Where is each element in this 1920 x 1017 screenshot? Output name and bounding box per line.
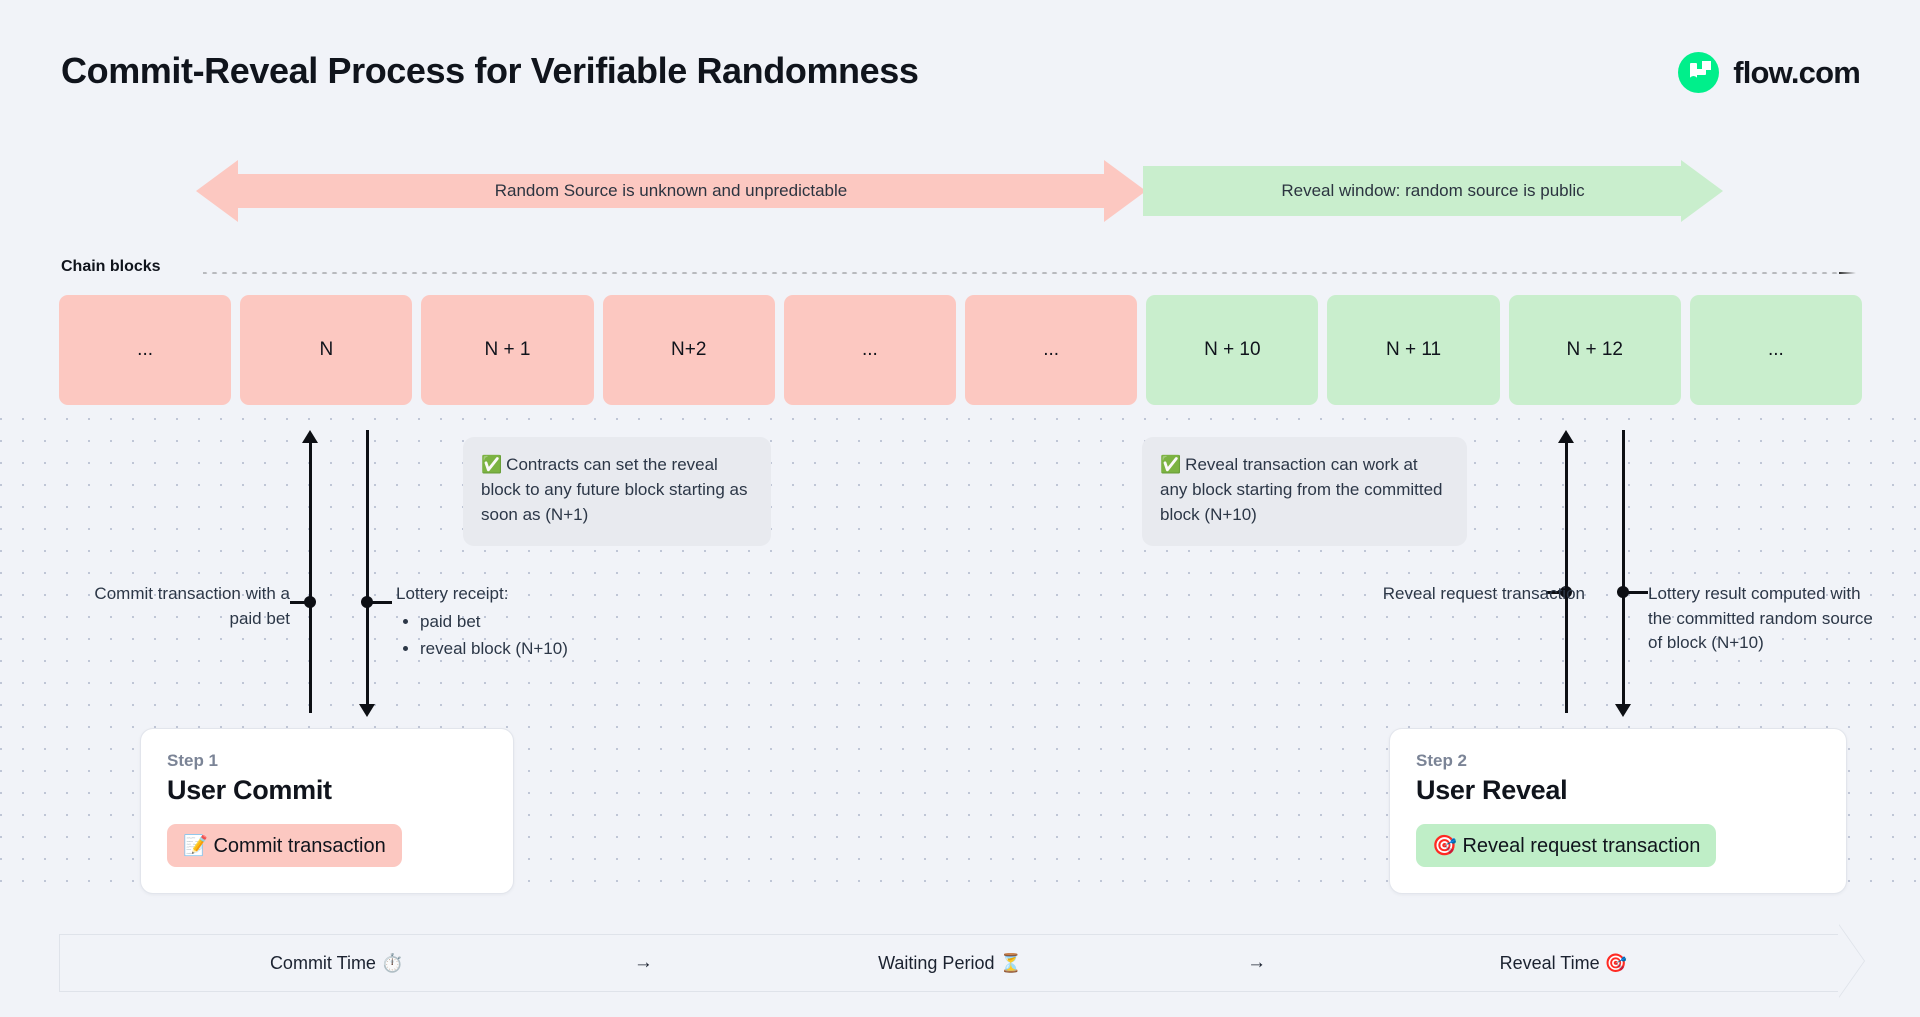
lottery-receipt-list: paid bet reveal block (N+10) <box>396 610 696 662</box>
banner-unpredictable: Random Source is unknown and unpredictab… <box>196 160 1146 222</box>
phase-reveal-time: Reveal Time 🎯 <box>1287 953 1840 974</box>
chain-block[interactable]: ... <box>965 295 1138 405</box>
chain-block[interactable]: N + 10 <box>1146 295 1319 405</box>
annotation-lottery-result: Lottery result computed with the committ… <box>1648 584 1873 653</box>
annotation-lottery-receipt: Lottery receipt: paid bet reveal block (… <box>396 582 696 662</box>
chain-block[interactable]: ... <box>59 295 232 405</box>
commit-arrow-head-icon <box>302 430 318 443</box>
timeline-arrow-cap-icon <box>1838 924 1864 998</box>
chain-blocks-label: Chain blocks <box>61 258 161 275</box>
reveal-node-stub <box>1546 591 1568 594</box>
phase-label: Commit Time <box>269 952 376 973</box>
step-kicker: Step 1 <box>167 751 219 770</box>
result-node-stub <box>1626 591 1648 594</box>
phase-commit-time: Commit Time ⏱️ <box>60 953 613 974</box>
commit-arrow-line <box>309 441 312 713</box>
phase-timeline: Commit Time ⏱️ → Waiting Period ⏳ → Reve… <box>59 934 1841 992</box>
right-arrow-shape <box>1143 160 1723 222</box>
commit-transaction-pill[interactable]: 📝 Commit transaction <box>167 824 402 867</box>
banner-unpredictable-label: Random Source is unknown and unpredictab… <box>494 181 848 200</box>
chain-block[interactable]: ... <box>1689 295 1863 405</box>
flow-logo-icon <box>1678 52 1720 93</box>
result-arrow-head-icon <box>1615 704 1631 717</box>
reveal-request-transaction-pill-label: Reveal request transaction <box>1462 835 1701 857</box>
brand-logo: flow.com <box>1678 52 1861 93</box>
phase-label: Waiting Period <box>878 952 995 973</box>
result-arrow-line <box>1622 430 1625 710</box>
commit-node-stub <box>290 601 312 604</box>
page-title: Commit-Reveal Process for Verifiable Ran… <box>61 50 919 91</box>
chain-axis-line <box>203 272 1856 274</box>
list-item: reveal block (N+10) <box>420 637 696 662</box>
receipt-node-stub <box>370 601 392 604</box>
reveal-arrow-line <box>1565 441 1568 713</box>
annotation-reveal-request: Reveal request transaction <box>1382 584 1585 603</box>
callout-contracts-reveal-block: ✅Contracts can set the reveal block to a… <box>463 437 771 546</box>
step-title: User Reveal <box>1416 775 1568 805</box>
receipt-node-dot <box>361 596 373 608</box>
callout-reveal-tx-any-block: ✅Reveal transaction can work at any bloc… <box>1142 437 1467 546</box>
brand-name: flow.com <box>1733 54 1861 90</box>
double-arrow-shape <box>196 160 1146 222</box>
stopwatch-icon: ⏱️ <box>380 952 404 973</box>
annotation-commit-transaction: Commit transaction with a paid bet <box>94 584 290 628</box>
reveal-request-transaction-pill[interactable]: 🎯 Reveal request transaction <box>1416 824 1717 867</box>
memo-icon: 📝 <box>183 835 208 857</box>
reveal-arrow-head-icon <box>1558 430 1574 443</box>
chain-block[interactable]: N + 1 <box>421 295 594 405</box>
step-kicker: Step 2 <box>1416 751 1468 770</box>
chain-block[interactable]: N <box>240 295 413 405</box>
header: Commit-Reveal Process for Verifiable Ran… <box>0 0 1920 120</box>
chain-block[interactable]: ... <box>783 295 957 405</box>
callout-text: Contracts can set the reveal block to an… <box>481 455 748 524</box>
phase-separator-icon: → <box>1247 952 1267 973</box>
callout-text: Reveal transaction can work at any block… <box>1160 455 1443 524</box>
lottery-receipt-title: Lottery receipt: <box>396 584 509 603</box>
step-card-user-commit: Step 1 User Commit 📝 Commit transaction <box>140 728 514 894</box>
white-check-mark-icon: ✅ <box>1160 455 1182 474</box>
receipt-arrow-line <box>366 430 369 710</box>
chain-blocks-row: ... N N + 1 N+2 ... ... N + 10 N + 11 N … <box>59 295 1863 405</box>
chain-block[interactable]: N + 11 <box>1327 295 1500 405</box>
white-check-mark-icon: ✅ <box>481 455 503 474</box>
chain-block[interactable]: N + 12 <box>1508 295 1681 405</box>
chain-block[interactable]: N+2 <box>602 295 775 405</box>
banner-reveal-window-label: Reveal window: random source is public <box>1281 181 1585 200</box>
list-item: paid bet <box>420 610 696 635</box>
banner-reveal-window: Reveal window: random source is public <box>1143 160 1723 222</box>
result-node-dot <box>1617 586 1629 598</box>
direct-hit-icon: 🎯 <box>1604 952 1628 973</box>
phase-label: Reveal Time <box>1499 952 1600 973</box>
commit-transaction-pill-label: Commit transaction <box>213 835 386 857</box>
phase-separator-icon: → <box>633 952 653 973</box>
step-card-user-reveal: Step 2 User Reveal 🎯 Reveal request tran… <box>1389 728 1847 894</box>
phase-waiting-period: Waiting Period ⏳ <box>673 953 1226 974</box>
receipt-arrow-head-icon <box>359 704 375 717</box>
hourglass-icon: ⏳ <box>999 952 1022 973</box>
direct-hit-icon: 🎯 <box>1432 835 1457 857</box>
step-title: User Commit <box>167 775 332 805</box>
